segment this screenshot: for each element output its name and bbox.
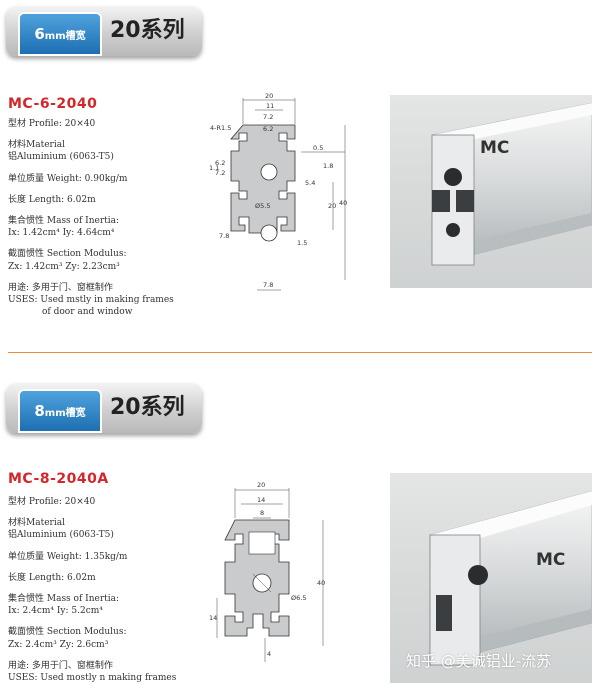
spec-inertia-value: Ix: 1.42cm⁴ Iy: 4.64cm⁴ [8, 228, 115, 239]
spec-use-label: 用途: 多用于门、窗框制作 [8, 282, 113, 293]
spec-modulus-label: 截面惯性 Section Modulus: [8, 249, 127, 260]
dim-inner: 14 [257, 496, 265, 504]
spec-material-value: 铝Aluminium (6063-T5) [8, 152, 114, 163]
series-title: 20系列 [110, 18, 185, 43]
dim-slot: 8 [260, 509, 264, 517]
extrusion-render: MC [431, 102, 592, 266]
spec-modulus-label: 截面惯性 Section Modulus: [8, 627, 127, 638]
spec-use-label: 用途: 多用于门、窗框制作 [8, 660, 113, 671]
spec-material-label: 材料Material [8, 140, 65, 151]
photo-label: MC [480, 138, 509, 158]
dim-side-w: 4 [267, 650, 271, 658]
section2-header: 8 mm槽宽 20系列 [6, 383, 202, 440]
slot-unit: mm槽宽 [44, 407, 86, 419]
spec-block: 型材 Profile: 20×40 材料Material 铝Aluminium … [8, 496, 176, 684]
slot-size: 8 [34, 402, 45, 420]
slot-width-tab: 8 mm槽宽 [18, 389, 102, 433]
dim-total: 40 [339, 199, 347, 207]
dim-mid: 5.4 [305, 179, 315, 187]
dim-diag: Ø5.5 [255, 202, 270, 210]
spec-block: 型材 Profile: 20×40 材料Material 铝Aluminium … [8, 118, 174, 318]
spec-inertia-value: Ix: 2.4cm⁴ Iy: 5.2cm⁴ [8, 606, 103, 617]
spec-length: 长度 Length: 6.02m [8, 572, 96, 583]
spec-length: 长度 Length: 6.02m [8, 194, 96, 205]
dim-total: 40 [317, 579, 325, 587]
model-name: MC-6-2040 [8, 96, 98, 112]
spec-inertia-label: 集合惯性 Mass of Inertia: [8, 594, 120, 605]
dim-side-h: 7.8 [219, 232, 229, 240]
dim-slot2: 6.2 [263, 125, 273, 133]
spec-weight: 单位质量 Weight: 1.35kg/m [8, 551, 128, 562]
photo-label: MC [536, 550, 565, 570]
dim-side-h: 14 [209, 614, 217, 622]
spec-modulus-value: Zx: 1.42cm³ Zy: 2.23cm³ [8, 261, 120, 272]
model-name: MC-8-2040A [8, 471, 109, 487]
dim-lip: 1.8 [323, 162, 333, 170]
profile-cross-section [230, 124, 296, 234]
dim-hole: Ø6.5 [291, 594, 306, 602]
spec-use-en-1: USES: Used mstly in making frames [8, 295, 174, 306]
section-divider [8, 352, 592, 353]
section1-header: 6 mm槽宽 20系列 [6, 6, 202, 63]
slot-unit: mm槽宽 [44, 30, 86, 42]
dim-height: 20 [328, 202, 336, 210]
slot-width-tab: 6 mm槽宽 [18, 12, 102, 56]
series-title: 20系列 [110, 395, 185, 420]
spec-material-label: 材料Material [8, 518, 65, 529]
profile-drawing-2040: 20 11 7.2 6.2 4-R1.5 0.5 1.8 20 40 5.4 1… [209, 92, 347, 291]
product-photo-2040: MC [390, 95, 592, 288]
spec-material-value: 铝Aluminium (6063-T5) [8, 530, 114, 541]
slot-size: 6 [34, 25, 45, 43]
dim-web: 1.5 [297, 239, 307, 247]
spec-profile: 型材 Profile: 20×40 [8, 497, 96, 507]
watermark: 知乎 @美诚铝业-流苏 [406, 652, 552, 670]
spec-modulus-value: Zx: 2.4cm³ Zy: 2.6cm³ [8, 639, 109, 650]
dim-left3: 1.1 [209, 164, 219, 172]
spec-use-en-2: of door and window [42, 307, 133, 318]
dim-inner: 11 [266, 102, 274, 110]
center-hole-top [260, 163, 278, 181]
product-photo-2040a: MC [390, 473, 592, 683]
dim-width: 20 [257, 481, 265, 489]
center-hole-bottom [260, 224, 278, 242]
dim-wall: 0.5 [313, 144, 323, 152]
dim-bottom: 7.8 [263, 281, 273, 289]
extrusion-render: MC [429, 490, 592, 666]
spec-profile: 型材 Profile: 20×40 [8, 119, 96, 129]
dim-left2: 7.2 [215, 169, 225, 177]
dim-left1: 6.2 [215, 159, 225, 167]
dim-radius: 4-R1.5 [210, 124, 231, 132]
dim-slot: 7.2 [263, 113, 273, 121]
dim-width: 20 [265, 92, 273, 100]
profile-drawing-2040a: 20 14 8 40 Ø6.5 14 4 [209, 481, 325, 662]
spec-inertia-label: 集合惯性 Mass of Inertia: [8, 216, 120, 227]
spec-use-en-1: USES: Used mostly n making frames [8, 673, 177, 684]
spec-weight: 单位质量 Weight: 0.90kg/m [8, 173, 128, 184]
